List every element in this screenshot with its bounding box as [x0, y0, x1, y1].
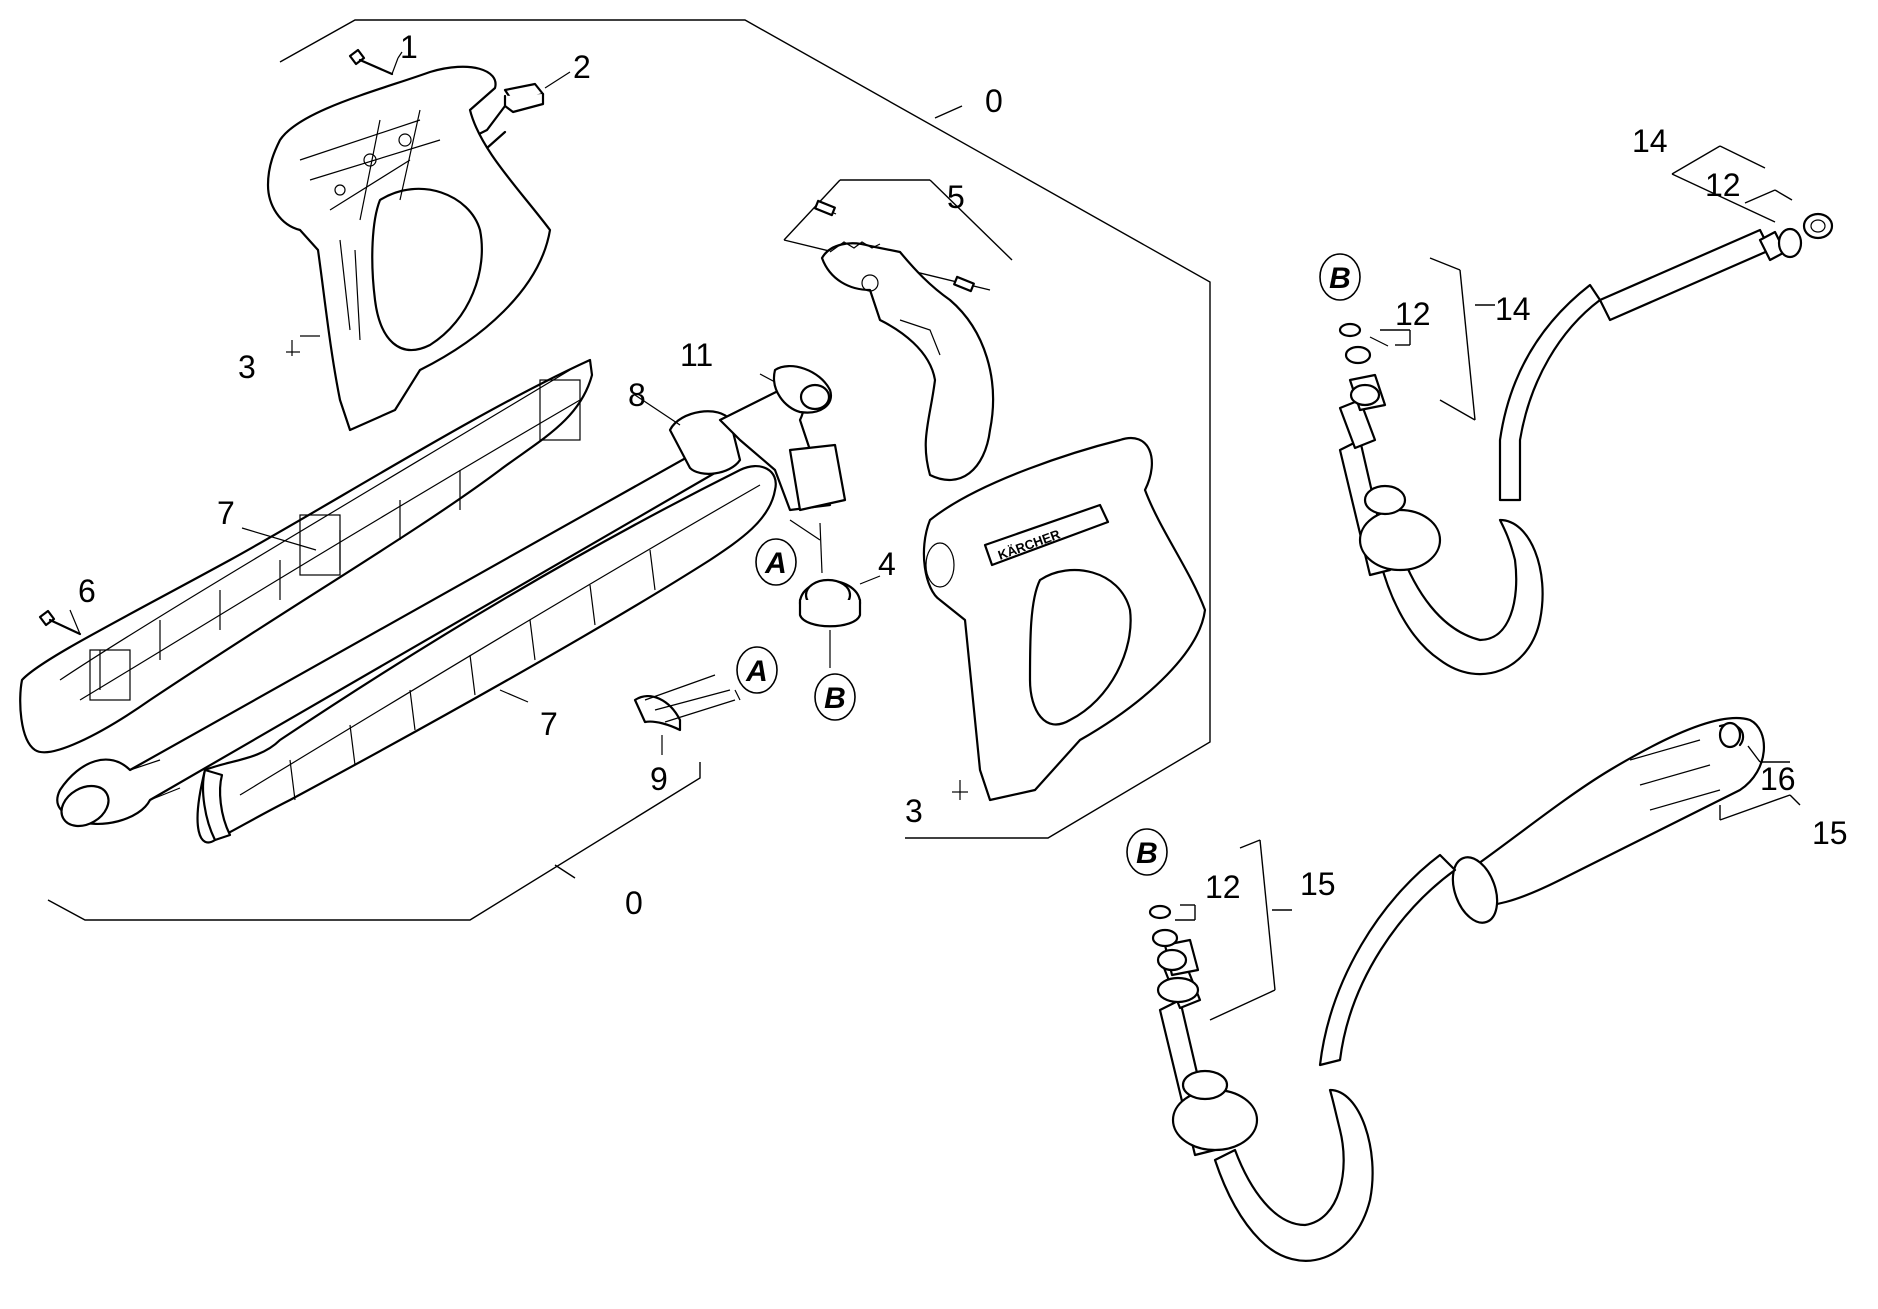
- label-3-left: 3: [238, 349, 256, 385]
- label-15-bottom-mid: 15: [1300, 866, 1336, 902]
- label-5: 5: [947, 179, 965, 215]
- shell-part-7-lower: [196, 465, 777, 844]
- label-14-top: 14: [1632, 123, 1668, 159]
- ref-b-hose-top-text: B: [1329, 262, 1351, 295]
- label-15-bottom-right: 15: [1812, 815, 1848, 851]
- label-9: 9: [650, 761, 668, 797]
- label-7-upper: 7: [217, 495, 235, 531]
- reference-circle-b-hose-bottom: B: [1126, 828, 1168, 876]
- label-8: 8: [628, 377, 646, 413]
- trigger-part-5: [783, 179, 1013, 481]
- ref-a-clip-text: A: [745, 655, 768, 688]
- label-12-top-right: 12: [1705, 167, 1741, 203]
- screw-part-6: [38, 609, 82, 636]
- hose-assembly-14: [1338, 145, 1834, 676]
- assembly-0-outline: [47, 19, 1211, 921]
- label-12-mid: 12: [1395, 296, 1431, 332]
- reference-circle-a-clip: A: [736, 646, 778, 694]
- lance-tube-part-8: [56, 394, 742, 828]
- label-4: 4: [878, 546, 896, 582]
- handle-shell-right-part-3: KÄRCHER: [922, 437, 1207, 802]
- clip-part-9: [633, 674, 741, 755]
- trigger-lever-part-2: [473, 71, 571, 150]
- label-2: 2: [573, 49, 591, 85]
- label-6: 6: [78, 573, 96, 609]
- reference-circle-b-ring: B: [814, 673, 856, 721]
- label-12-bottom: 12: [1205, 869, 1241, 905]
- callout-labels: 0 0 1 2 3 3 4 5 6 7 7 8 9 11 12 12 12 14…: [78, 29, 1848, 921]
- label-7-lower: 7: [540, 706, 558, 742]
- ref-b-ring-text: B: [824, 682, 846, 715]
- reference-circle-b-hose-top: B: [1319, 253, 1361, 301]
- label-16: 16: [1760, 761, 1796, 797]
- reference-circle-a-connector: A: [755, 538, 797, 586]
- ref-a-text: A: [764, 547, 787, 580]
- ring-part-4: [789, 519, 881, 668]
- handle-shell-left-part-3: [266, 65, 552, 432]
- label-0-top: 0: [985, 83, 1003, 119]
- screw-part-1: [348, 48, 403, 76]
- label-0-bottom: 0: [625, 885, 643, 921]
- ref-b-hose-bottom-text: B: [1136, 837, 1158, 870]
- label-3-right: 3: [905, 793, 923, 829]
- label-11: 11: [680, 337, 713, 373]
- shell-part-7-upper: [19, 358, 594, 754]
- label-14-mid: 14: [1495, 291, 1531, 327]
- label-1: 1: [400, 29, 418, 65]
- hose-assembly-15: [1148, 716, 1801, 1262]
- elbow-connector-part-11: [718, 365, 847, 512]
